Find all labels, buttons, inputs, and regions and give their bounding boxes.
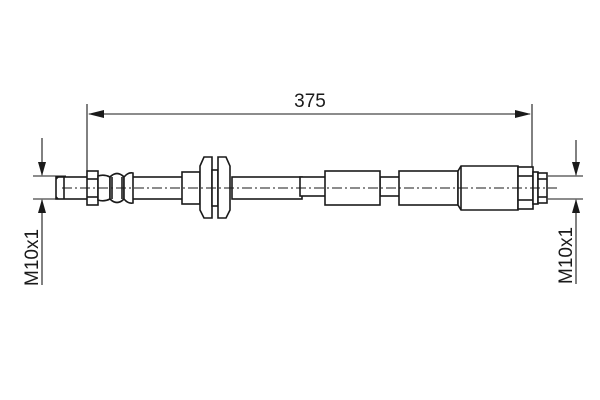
- left-thread-dimension: M10x1: [22, 138, 66, 286]
- overall-length-dimension: 375: [86, 91, 533, 178]
- left-thread-label: M10x1: [22, 229, 43, 286]
- arrow-up-icon: [38, 199, 46, 213]
- arrow-down-icon: [38, 162, 46, 176]
- hose-tube-segment: [299, 176, 329, 197]
- arrow-left-icon: [88, 110, 104, 118]
- arrow-down-icon: [572, 162, 580, 176]
- hose-assembly: [55, 156, 557, 219]
- right-thread-dimension: M10x1: [548, 140, 583, 284]
- right-threaded-fitting: [457, 165, 548, 211]
- right-thread-label: M10x1: [556, 227, 577, 284]
- length-label: 375: [294, 91, 326, 112]
- arrow-right-icon: [515, 110, 531, 118]
- arrow-up-icon: [572, 199, 580, 213]
